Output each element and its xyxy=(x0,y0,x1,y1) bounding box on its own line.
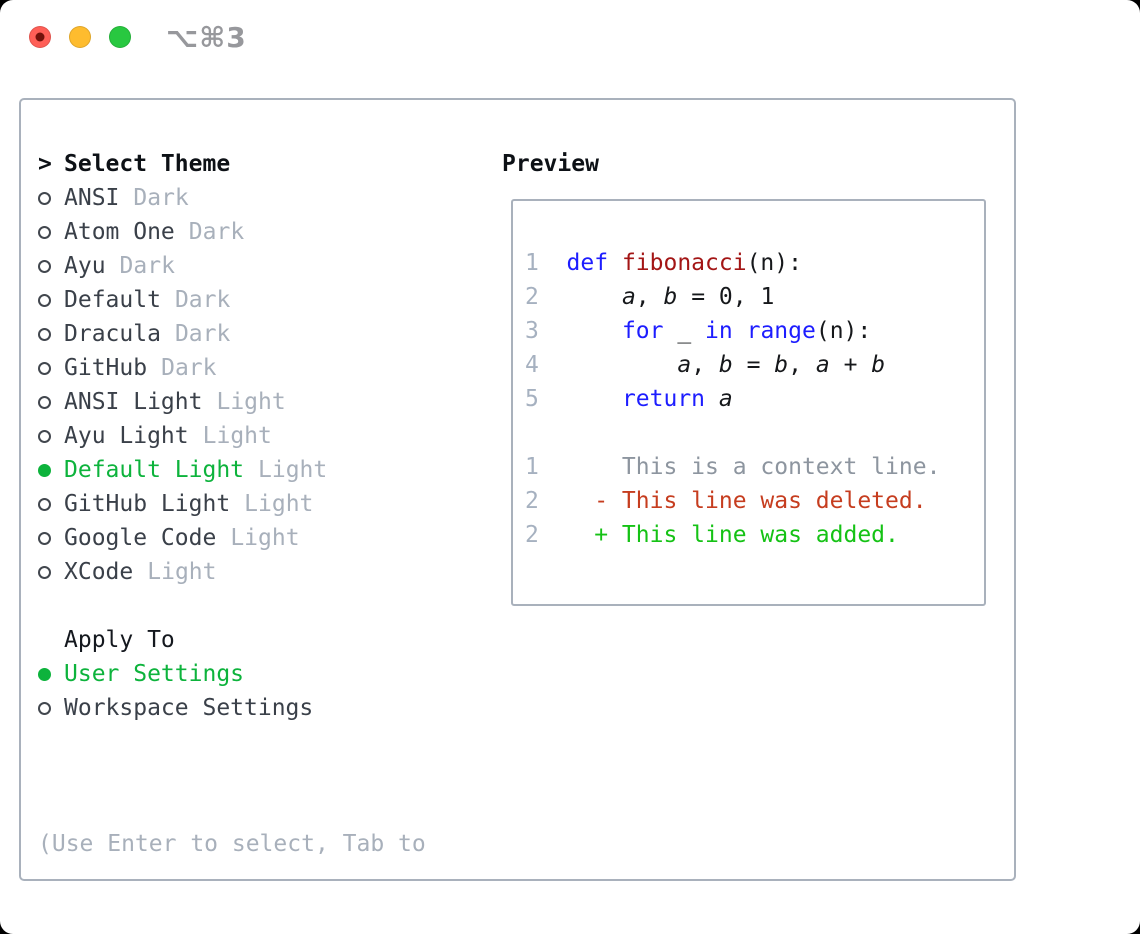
theme-option-ayu[interactable]: Ayu Dark xyxy=(38,249,478,283)
prompt-caret-icon: > xyxy=(38,151,52,177)
radio-unselected-icon xyxy=(38,191,51,205)
preview-section: Preview 1 def fibonacci(n): 2 a, b = 0, 1… xyxy=(502,147,986,606)
theme-variant-label: Light xyxy=(258,457,328,483)
code-line: 2 a, b = 0, 1 xyxy=(525,284,775,310)
preview-box: 1 def fibonacci(n): 2 a, b = 0, 1 3 for _ … xyxy=(511,199,986,606)
radio-unselected-icon xyxy=(38,531,51,545)
apply-to-header-row: Apply To xyxy=(38,623,478,657)
theme-option-github[interactable]: GitHub Dark xyxy=(38,351,478,385)
theme-variant-label: Dark xyxy=(119,253,175,279)
theme-option-github-light[interactable]: GitHub Light Light xyxy=(38,487,478,521)
help-text: (Use Enter to select, Tab to change focu… xyxy=(38,759,478,934)
close-button[interactable] xyxy=(29,26,51,48)
radio-selected-icon xyxy=(38,667,51,681)
theme-option-label: Default xyxy=(64,287,161,313)
theme-variant-label: Dark xyxy=(174,287,231,313)
theme-variant-label: Light xyxy=(230,525,300,551)
theme-option-label: ANSI Light xyxy=(64,389,203,415)
radio-unselected-icon xyxy=(38,701,51,715)
theme-variant-label: Dark xyxy=(161,355,217,381)
theme-option-label: Default Light xyxy=(64,457,245,483)
radio-unselected-icon xyxy=(38,293,51,307)
theme-variant-label: Light xyxy=(202,423,272,449)
theme-variant-label: Light xyxy=(216,389,286,415)
code-line xyxy=(525,416,984,450)
theme-option-ansi[interactable]: ANSI Dark xyxy=(38,181,478,215)
select-theme-header-row: > Select Theme xyxy=(38,147,478,181)
window-title: ⌥⌘3 xyxy=(166,21,247,54)
radio-unselected-icon xyxy=(38,497,51,511)
radio-unselected-icon xyxy=(38,565,51,579)
theme-option-label: GitHub xyxy=(64,355,148,381)
code-line: 2 - This line was deleted. xyxy=(525,488,927,514)
zoom-button[interactable] xyxy=(109,26,131,48)
code-line: 1 def fibonacci(n): xyxy=(525,250,802,276)
radio-unselected-icon xyxy=(38,395,51,409)
minimize-button[interactable] xyxy=(69,26,91,48)
spacer-row xyxy=(38,725,478,759)
radio-unselected-icon xyxy=(38,259,51,273)
code-line: 2 + This line was added. xyxy=(525,522,899,548)
theme-variant-label: Light xyxy=(147,559,217,585)
theme-variant-label: Dark xyxy=(133,185,189,211)
radio-unselected-icon xyxy=(38,361,51,375)
theme-option-atom-one[interactable]: Atom One Dark xyxy=(38,215,478,249)
select-theme-heading: Select Theme xyxy=(64,151,231,177)
theme-option-label: Ayu xyxy=(64,253,106,279)
theme-option-xcode[interactable]: XCode Light xyxy=(38,555,478,589)
theme-option-label: Ayu Light xyxy=(64,423,189,449)
theme-option-label: Google Code xyxy=(64,525,217,551)
spacer-row xyxy=(38,589,478,623)
code-line: 5 return a xyxy=(525,386,733,412)
titlebar: ⌥⌘3 xyxy=(0,0,1140,90)
code-line: 4 a, b = b, a + b xyxy=(525,352,886,378)
theme-option-ansi-light[interactable]: ANSI Light Light xyxy=(38,385,478,419)
theme-option-label: GitHub Light xyxy=(64,491,231,517)
unsaved-changes-dot-icon xyxy=(35,32,45,42)
theme-option-dracula[interactable]: Dracula Dark xyxy=(38,317,478,351)
theme-variant-label: Dark xyxy=(188,219,245,245)
code-line: 3 for _ in range(n): xyxy=(525,318,872,344)
theme-option-google-code[interactable]: Google Code Light xyxy=(38,521,478,555)
preview-code: 1 def fibonacci(n): 2 a, b = 0, 1 3 for _ … xyxy=(525,246,984,552)
apply-option-label: Workspace Settings xyxy=(64,695,314,721)
code-line: 1 This is a context line. xyxy=(525,454,941,480)
help-text-line1: (Use Enter to select, Tab to xyxy=(38,831,426,857)
radio-selected-icon xyxy=(38,463,51,477)
theme-option-ayu-light[interactable]: Ayu Light Light xyxy=(38,419,478,453)
apply-option-label: User Settings xyxy=(64,661,245,687)
apply-option-workspace-settings[interactable]: Workspace Settings xyxy=(38,691,478,725)
theme-variant-label: Light xyxy=(244,491,314,517)
theme-option-label: XCode xyxy=(64,559,134,585)
theme-option-label: ANSI xyxy=(64,185,120,211)
theme-variant-label: Dark xyxy=(174,321,231,347)
theme-option-default-light[interactable]: Default Light Light xyxy=(38,453,478,487)
radio-unselected-icon xyxy=(38,429,51,443)
help-text-line2: change focus) xyxy=(38,929,478,934)
theme-option-label: Dracula xyxy=(64,321,161,347)
theme-option-label: Atom One xyxy=(64,219,175,245)
apply-option-user-settings[interactable]: User Settings xyxy=(38,657,478,691)
theme-option-default[interactable]: Default Dark xyxy=(38,283,478,317)
radio-unselected-icon xyxy=(38,327,51,341)
preview-heading: Preview xyxy=(502,151,599,177)
apply-to-heading: Apply To xyxy=(64,627,175,653)
radio-unselected-icon xyxy=(38,225,51,239)
